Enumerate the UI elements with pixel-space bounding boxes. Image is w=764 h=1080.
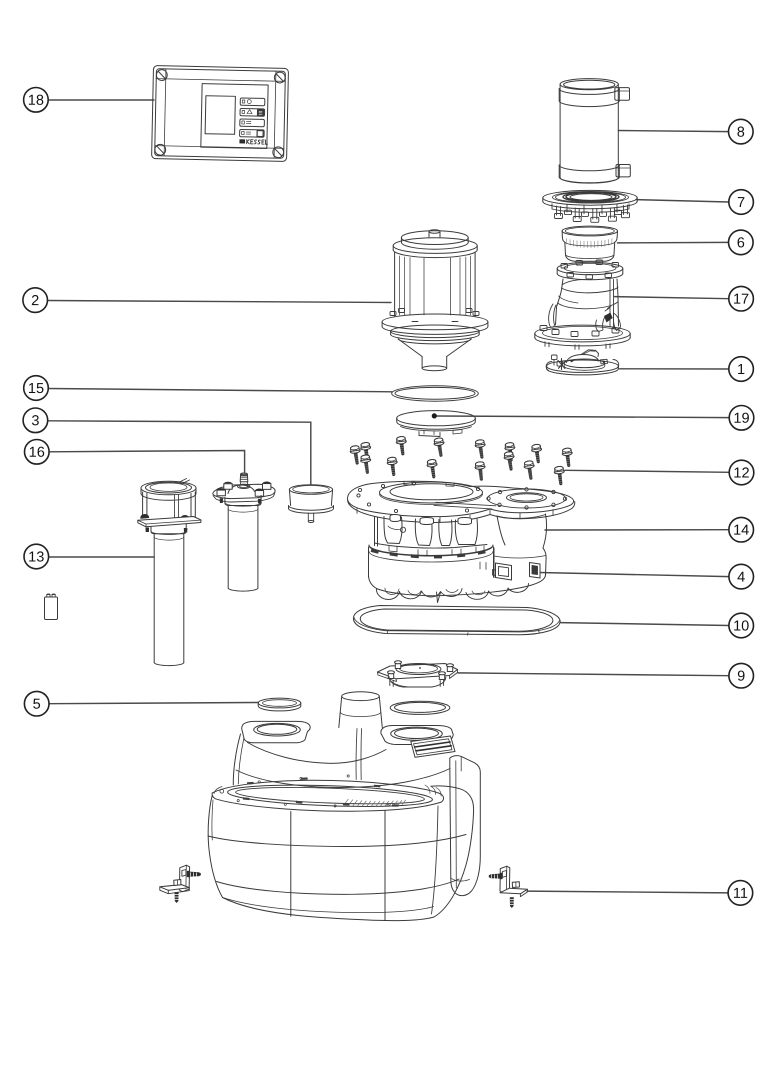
svg-text:18: 18: [28, 93, 44, 109]
svg-text:6: 6: [737, 235, 745, 251]
svg-text:7: 7: [737, 195, 745, 211]
svg-text:16: 16: [29, 445, 45, 461]
svg-text:13: 13: [28, 549, 44, 565]
svg-text:19: 19: [733, 411, 749, 427]
svg-text:9: 9: [737, 669, 745, 685]
svg-text:4: 4: [737, 570, 745, 586]
svg-text:3: 3: [31, 413, 39, 429]
svg-text:1: 1: [737, 362, 745, 378]
svg-text:14: 14: [733, 523, 749, 539]
svg-text:15: 15: [28, 381, 44, 397]
svg-text:5: 5: [33, 697, 41, 713]
svg-text:2: 2: [31, 293, 39, 309]
svg-text:8: 8: [737, 125, 745, 141]
svg-text:17: 17: [733, 292, 749, 308]
svg-text:10: 10: [733, 618, 749, 634]
svg-text:12: 12: [733, 465, 749, 481]
svg-text:11: 11: [733, 886, 748, 902]
